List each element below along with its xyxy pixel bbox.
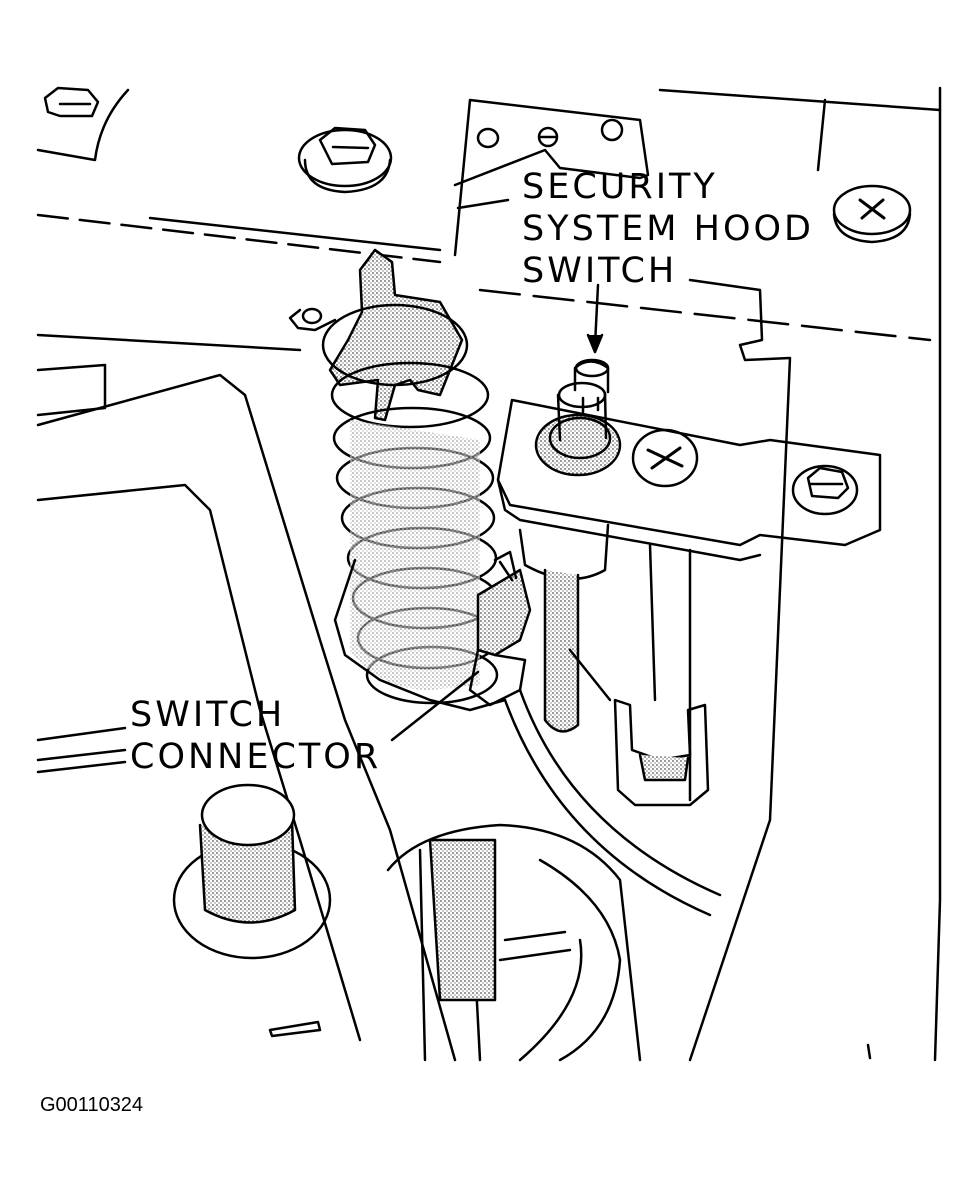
switch-mount-bracket [496,398,882,802]
bolt-head-icon [43,86,100,118]
leader-line-connector [390,670,480,742]
spring-icon [288,248,507,712]
callout-line: SWITCH [522,251,678,291]
wiring-harness [386,823,642,1062]
body-panel-lines [36,86,942,1062]
plunger-switch-icon [518,358,622,733]
rubber-bumper [172,783,332,960]
callout-line: SWITCH [130,695,286,735]
connector-icon [468,550,722,917]
bolt-head-icon [297,126,393,194]
callout-line: CONNECTOR [130,737,382,777]
leader-arrow-hood-switch [586,283,604,354]
phillips-screw-icon [832,184,912,244]
callout-line: SECURITY [522,167,718,207]
hood-latch-bracket [453,98,650,257]
callout-line: SYSTEM HOOD [522,209,814,249]
figure-code: G00110324 [40,1094,144,1116]
latch-tab [568,648,710,807]
